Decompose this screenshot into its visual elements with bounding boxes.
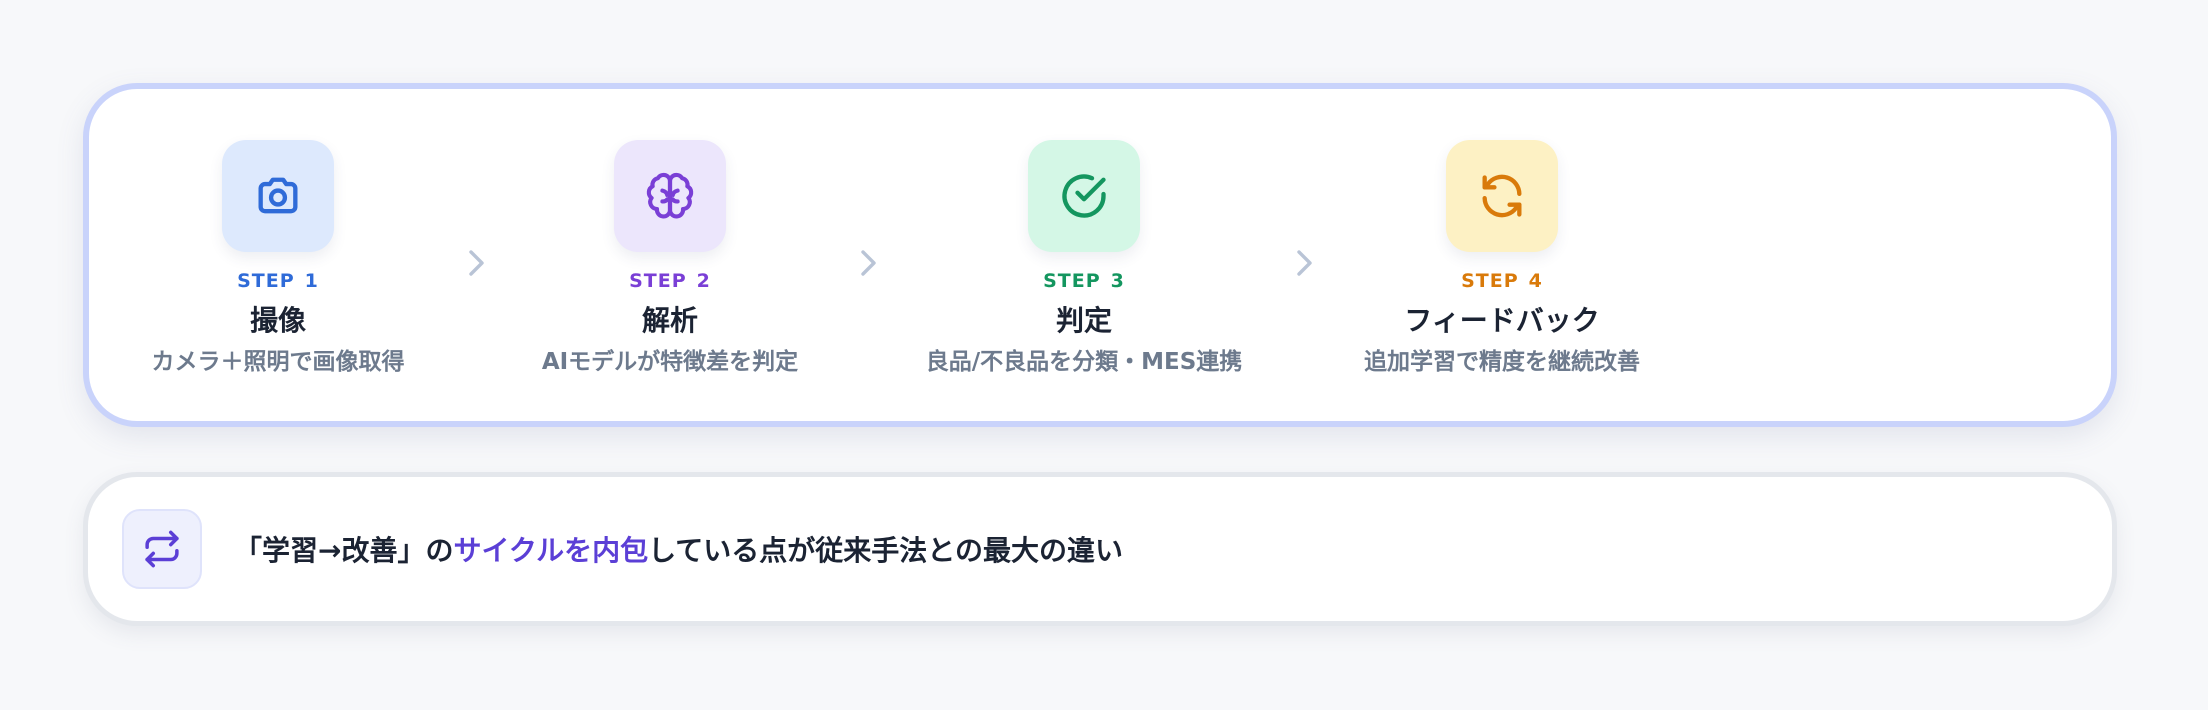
chevron-right-icon xyxy=(1292,245,1316,281)
chevron-right-icon xyxy=(464,245,488,281)
step-1-icon-tile xyxy=(222,140,334,252)
step-3-icon-tile xyxy=(1028,140,1140,252)
step-4-title: フィードバック xyxy=(1404,304,1600,337)
step-1-description: カメラ＋照明で画像取得 xyxy=(151,349,405,375)
key-point-text-before: 「学習→改善」の xyxy=(234,534,454,567)
step-4-icon-tile xyxy=(1446,140,1558,252)
key-point-text: 「学習→改善」のサイクルを内包している点が従来手法との最大の違い xyxy=(234,529,1123,569)
chevron-right-icon xyxy=(856,245,880,281)
key-point-banner: 「学習→改善」のサイクルを内包している点が従来手法との最大の違い xyxy=(83,472,2117,626)
camera-icon xyxy=(258,177,298,214)
step-3-title: 判定 xyxy=(1055,304,1112,337)
step-4-description: 追加学習で精度を継続改善 xyxy=(1364,349,1640,375)
key-point-highlight: サイクルを内包 xyxy=(453,534,649,567)
refresh-icon xyxy=(1482,174,1522,218)
step-1-title: 撮像 xyxy=(249,304,306,337)
step-2-title: 解析 xyxy=(641,304,698,337)
step-2-description: AIモデルが特徴差を判定 xyxy=(541,349,799,375)
key-point-text-after: している点が従来手法との最大の違い xyxy=(648,534,1123,567)
step-3-description: 良品/不良品を分類・MES連携 xyxy=(925,349,1243,375)
note-icon-tile xyxy=(122,509,202,589)
step-2-icon-tile xyxy=(614,140,726,252)
brain-icon xyxy=(646,172,694,219)
repeat-arrows-icon xyxy=(145,530,179,568)
check-circle-icon xyxy=(1062,174,1106,218)
